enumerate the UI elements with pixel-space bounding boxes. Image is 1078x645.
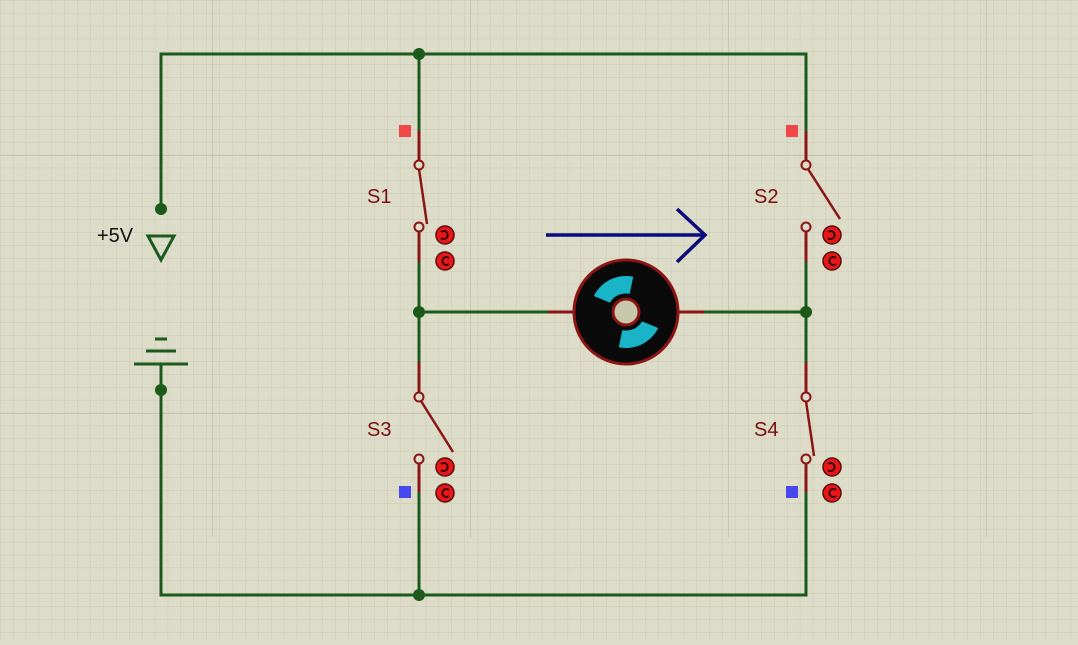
- motor-rotor-segment-bottom-icon: [618, 321, 659, 349]
- arrow-ccw-icon: [440, 230, 449, 240]
- s1-label: S1: [367, 186, 391, 208]
- s1-open-button[interactable]: [435, 251, 455, 271]
- s2-contact-bottom: [800, 221, 812, 233]
- wire-top-rail[interactable]: [159, 52, 808, 211]
- s4-contact-top: [800, 391, 812, 403]
- arrow-cw-icon: [441, 256, 450, 266]
- s2-contact-top: [800, 159, 812, 171]
- s3-close-button[interactable]: [435, 457, 455, 477]
- arrow-ccw-icon: [827, 230, 836, 240]
- s3-contact-bottom: [413, 453, 425, 465]
- s2-control-buttons: [822, 225, 842, 271]
- s2-open-button[interactable]: [822, 251, 842, 271]
- s2-blade: [806, 168, 842, 220]
- direction-arrow-right-icon: [546, 207, 708, 264]
- arrow-cw-icon: [828, 488, 837, 498]
- wire-bottom-rail[interactable]: [159, 388, 808, 597]
- s1-control-buttons: [435, 225, 455, 271]
- arrow-ccw-icon: [827, 462, 836, 472]
- s3-contact-top: [413, 391, 425, 403]
- switch-s1[interactable]: S1: [367, 125, 455, 271]
- s4-pin-low-indicator: [786, 486, 798, 498]
- junction-top: [413, 48, 425, 60]
- arrow-head: [675, 207, 708, 264]
- s1-contact-bottom: [413, 221, 425, 233]
- s3-pin-low-indicator: [399, 486, 411, 498]
- junction-bottom: [413, 589, 425, 601]
- grid-major: [0, 0, 1032, 537]
- junction-power-terminal: [155, 203, 167, 215]
- s3-control-buttons: [435, 457, 455, 503]
- s3-label: S3: [367, 419, 391, 441]
- motor-rotor-segment-top-icon: [593, 275, 634, 303]
- switch-s3[interactable]: S3: [367, 362, 455, 503]
- s4-control-buttons: [822, 457, 842, 503]
- s1-pin-high-indicator: [399, 125, 411, 137]
- s2-pin-high-indicator: [786, 125, 798, 137]
- s1-close-button[interactable]: [435, 225, 455, 245]
- s4-label: S4: [754, 419, 778, 441]
- s3-open-button[interactable]: [435, 483, 455, 503]
- arrow-ccw-icon: [440, 462, 449, 472]
- arrow-cw-icon: [828, 256, 837, 266]
- s2-label: S2: [754, 186, 778, 208]
- motor-hub-icon: [611, 297, 641, 327]
- s1-contact-top: [413, 159, 425, 171]
- junction-left: [413, 306, 425, 318]
- arrow-cw-icon: [441, 488, 450, 498]
- s4-blade: [804, 400, 816, 457]
- power-terminal-arrow-icon: [145, 234, 177, 264]
- s4-close-button[interactable]: [822, 457, 842, 477]
- switch-s2[interactable]: S2: [754, 125, 842, 271]
- s4-contact-bottom: [800, 453, 812, 465]
- s2-close-button[interactable]: [822, 225, 842, 245]
- power-label: +5V: [97, 225, 134, 247]
- dc-motor[interactable]: [548, 258, 704, 366]
- junction-right: [800, 306, 812, 318]
- junctions: [155, 48, 812, 601]
- s1-blade: [417, 168, 429, 225]
- wires: [159, 52, 808, 597]
- switch-s4[interactable]: S4: [754, 362, 842, 503]
- s3-blade: [419, 400, 455, 453]
- power-terminal[interactable]: +5V: [97, 225, 177, 264]
- battery-symbol[interactable]: [134, 337, 188, 390]
- s4-open-button[interactable]: [822, 483, 842, 503]
